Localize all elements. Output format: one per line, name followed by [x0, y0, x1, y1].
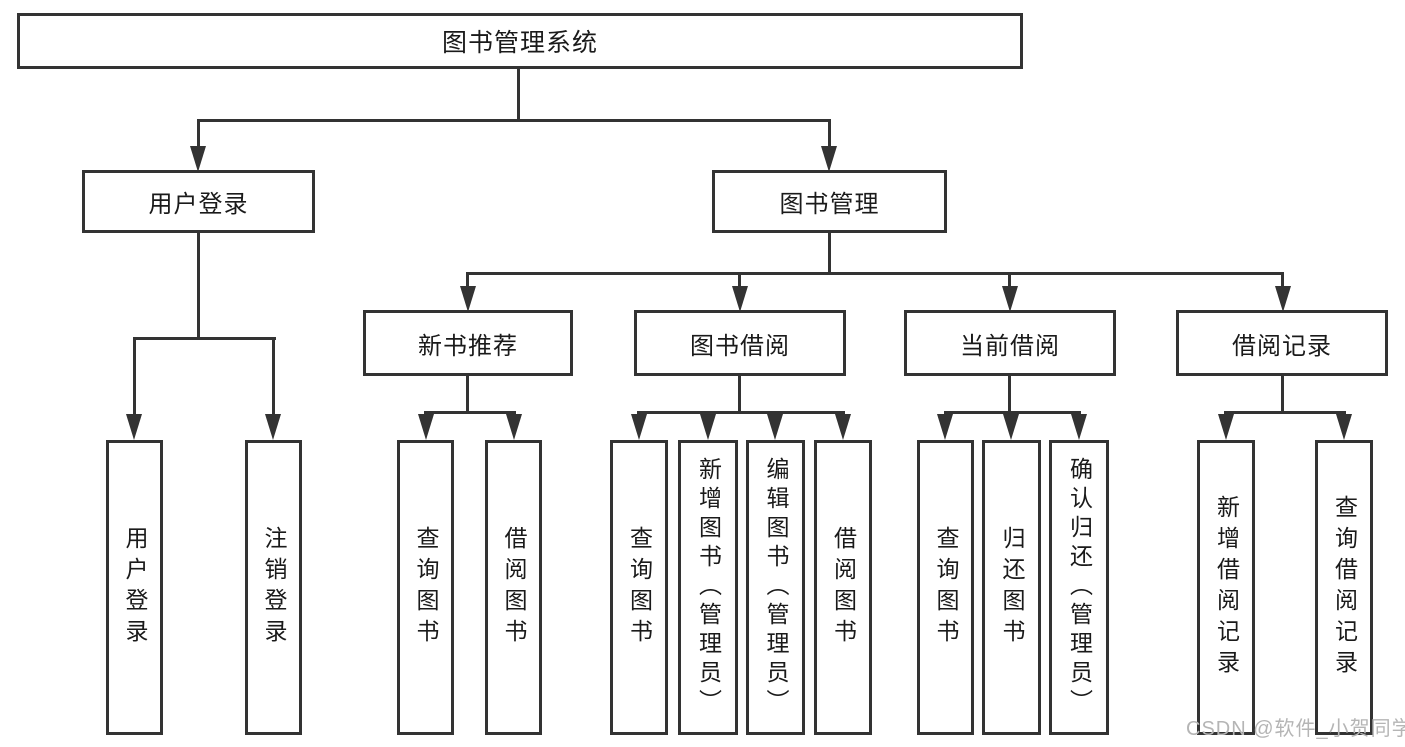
leaf-add-borrow-record: 新增借阅记录 — [1197, 440, 1255, 735]
connector-line — [1008, 272, 1011, 289]
connector-line — [466, 375, 469, 413]
arrowhead-icon — [631, 414, 647, 440]
node-borrowing-records: 借阅记录 — [1176, 310, 1388, 376]
arrowhead-icon — [265, 414, 281, 440]
node-library-management-system: 图书管理系统 — [17, 13, 1023, 69]
arrowhead-icon — [1071, 414, 1087, 440]
leaf-return-book: 归还图书 — [982, 440, 1041, 735]
connector-line — [466, 272, 469, 289]
connector-line — [637, 411, 845, 414]
leaf-borrow-books: 借阅图书 — [814, 440, 872, 735]
connector-line — [467, 272, 1284, 275]
arrowhead-icon — [835, 414, 851, 440]
connector-line — [197, 119, 831, 122]
arrowhead-icon — [1336, 414, 1352, 440]
connector-line — [828, 119, 831, 149]
arrowhead-icon — [506, 414, 522, 440]
leaf-logout: 注销登录 — [245, 440, 302, 735]
arrowhead-icon — [1003, 414, 1019, 440]
node-user-login: 用户登录 — [82, 170, 315, 233]
connector-line — [1224, 411, 1346, 414]
leaf-query-books-borrow: 查询图书 — [610, 440, 668, 735]
arrowhead-icon — [190, 146, 206, 172]
connector-line — [133, 337, 136, 417]
node-book-borrowing: 图书借阅 — [634, 310, 846, 376]
connector-line — [133, 337, 276, 340]
arrowhead-icon — [460, 286, 476, 312]
watermark: CSDN @软件_小贺同学 — [1186, 718, 1405, 740]
connector-line — [828, 232, 831, 275]
arrowhead-icon — [732, 286, 748, 312]
arrowhead-icon — [1002, 286, 1018, 312]
arrowhead-icon — [1275, 286, 1291, 312]
connector-line — [944, 411, 1081, 414]
arrowhead-icon — [821, 146, 837, 172]
connector-line — [738, 272, 741, 289]
connector-line — [1281, 375, 1284, 413]
node-current-borrowing: 当前借阅 — [904, 310, 1116, 376]
arrowhead-icon — [126, 414, 142, 440]
leaf-query-borrow-record: 查询借阅记录 — [1315, 440, 1373, 735]
leaf-query-books-current: 查询图书 — [917, 440, 974, 735]
leaf-edit-book-admin: 编辑图书（管理员） — [746, 440, 805, 735]
connector-line — [197, 119, 200, 149]
connector-line — [1008, 375, 1011, 413]
connector-line — [272, 337, 275, 417]
leaf-query-books-recommend: 查询图书 — [397, 440, 454, 735]
leaf-add-book-admin: 新增图书（管理员） — [678, 440, 738, 735]
connector-line — [738, 375, 741, 413]
arrowhead-icon — [1218, 414, 1234, 440]
arrowhead-icon — [937, 414, 953, 440]
arrowhead-icon — [418, 414, 434, 440]
arrowhead-icon — [700, 414, 716, 440]
connector-line — [517, 69, 520, 121]
node-book-management: 图书管理 — [712, 170, 947, 233]
leaf-user-login: 用户登录 — [106, 440, 163, 735]
node-new-book-recommendation: 新书推荐 — [363, 310, 573, 376]
arrowhead-icon — [767, 414, 783, 440]
connector-line — [1281, 272, 1284, 289]
connector-line — [197, 232, 200, 339]
leaf-borrow-books-recommend: 借阅图书 — [485, 440, 542, 735]
connector-line — [424, 411, 516, 414]
leaf-confirm-return-admin: 确认归还（管理员） — [1049, 440, 1109, 735]
